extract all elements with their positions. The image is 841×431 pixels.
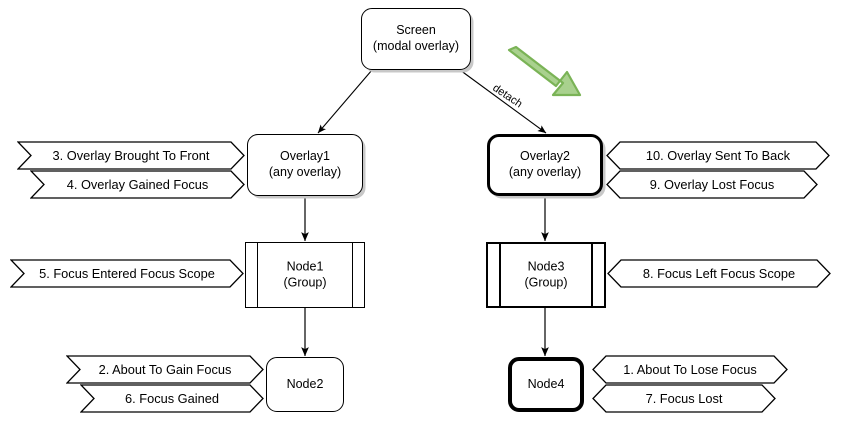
node-node3-line1: Node3 bbox=[527, 259, 565, 274]
node-node2-line1: Node2 bbox=[286, 376, 324, 391]
banner-label: 5. Focus Entered Focus Scope bbox=[39, 266, 215, 281]
node-node1-text: Node1 (Group) bbox=[246, 259, 364, 290]
node-overlay1-line2: (any overlay) bbox=[268, 165, 342, 179]
banner-label: 4. Overlay Gained Focus bbox=[66, 177, 209, 192]
node-node3[interactable]: Node3 (Group) bbox=[486, 242, 606, 308]
node-node4-line1: Node4 bbox=[527, 376, 565, 391]
node-node1[interactable]: Node1 (Group) bbox=[245, 242, 365, 308]
node-overlay2-line2: (any overlay) bbox=[508, 165, 582, 179]
banner-shape bbox=[66, 355, 264, 384]
banner-shape bbox=[80, 384, 264, 413]
banner-shape bbox=[592, 384, 776, 413]
banner-about-to-gain-focus[interactable]: 2. About To Gain Focus bbox=[66, 355, 264, 384]
banner-label: 1. About To Lose Focus bbox=[623, 362, 757, 377]
banner-shape bbox=[10, 259, 244, 288]
group-rail-left bbox=[499, 244, 501, 306]
edge-screen-to-overlay1 bbox=[317, 69, 373, 134]
node-node1-line2: (Group) bbox=[283, 275, 327, 289]
banner-label: 2. About To Gain Focus bbox=[98, 362, 232, 377]
node-overlay1-line1: Overlay1 bbox=[279, 149, 331, 164]
banner-label: 6. Focus Gained bbox=[125, 391, 219, 406]
banner-label: 3. Overlay Brought To Front bbox=[52, 148, 210, 163]
banner-shape bbox=[30, 170, 245, 199]
banner-focus-left-focus-scope[interactable]: 8. Focus Left Focus Scope bbox=[607, 259, 831, 288]
banner-shape bbox=[606, 170, 818, 199]
banner-label: 7. Focus Lost bbox=[645, 391, 723, 406]
edge-screen-to-overlay2 bbox=[459, 69, 547, 134]
node-node3-line2: (Group) bbox=[524, 275, 568, 289]
banner-shape bbox=[17, 141, 245, 170]
node-overlay2-line1: Overlay2 bbox=[519, 149, 571, 164]
group-rail-left bbox=[257, 243, 258, 307]
banner-overlay-brought-to-front[interactable]: 3. Overlay Brought To Front bbox=[17, 141, 245, 170]
banner-shape bbox=[606, 141, 830, 170]
node-overlay1[interactable]: Overlay1 (any overlay) bbox=[247, 134, 363, 196]
banner-focus-entered-focus-scope[interactable]: 5. Focus Entered Focus Scope bbox=[10, 259, 244, 288]
banner-shape bbox=[607, 259, 831, 288]
group-rail-right bbox=[352, 243, 353, 307]
node-node1-line1: Node1 bbox=[286, 259, 324, 274]
group-rail-right bbox=[591, 244, 593, 306]
node-node4[interactable]: Node4 bbox=[508, 357, 584, 412]
banner-label: 10. Overlay Sent To Back bbox=[645, 148, 791, 163]
banner-overlay-lost-focus[interactable]: 9. Overlay Lost Focus bbox=[606, 170, 818, 199]
banner-focus-lost[interactable]: 7. Focus Lost bbox=[592, 384, 776, 413]
banner-about-to-lose-focus[interactable]: 1. About To Lose Focus bbox=[592, 355, 788, 384]
node-screen-line2: (modal overlay) bbox=[372, 39, 460, 53]
banner-overlay-sent-to-back[interactable]: 10. Overlay Sent To Back bbox=[606, 141, 830, 170]
banner-focus-gained[interactable]: 6. Focus Gained bbox=[80, 384, 264, 413]
node-screen[interactable]: Screen (modal overlay) bbox=[361, 8, 471, 70]
node-overlay2[interactable]: Overlay2 (any overlay) bbox=[487, 134, 603, 196]
banner-label: 8. Focus Left Focus Scope bbox=[642, 266, 796, 281]
detach-arrow-icon bbox=[507, 45, 582, 97]
banner-overlay-gained-focus[interactable]: 4. Overlay Gained Focus bbox=[30, 170, 245, 199]
banner-shape bbox=[592, 355, 788, 384]
node-node3-text: Node3 (Group) bbox=[488, 259, 604, 290]
banner-label: 9. Overlay Lost Focus bbox=[649, 177, 775, 192]
node-node2[interactable]: Node2 bbox=[266, 357, 344, 412]
node-screen-line1: Screen bbox=[396, 23, 436, 38]
